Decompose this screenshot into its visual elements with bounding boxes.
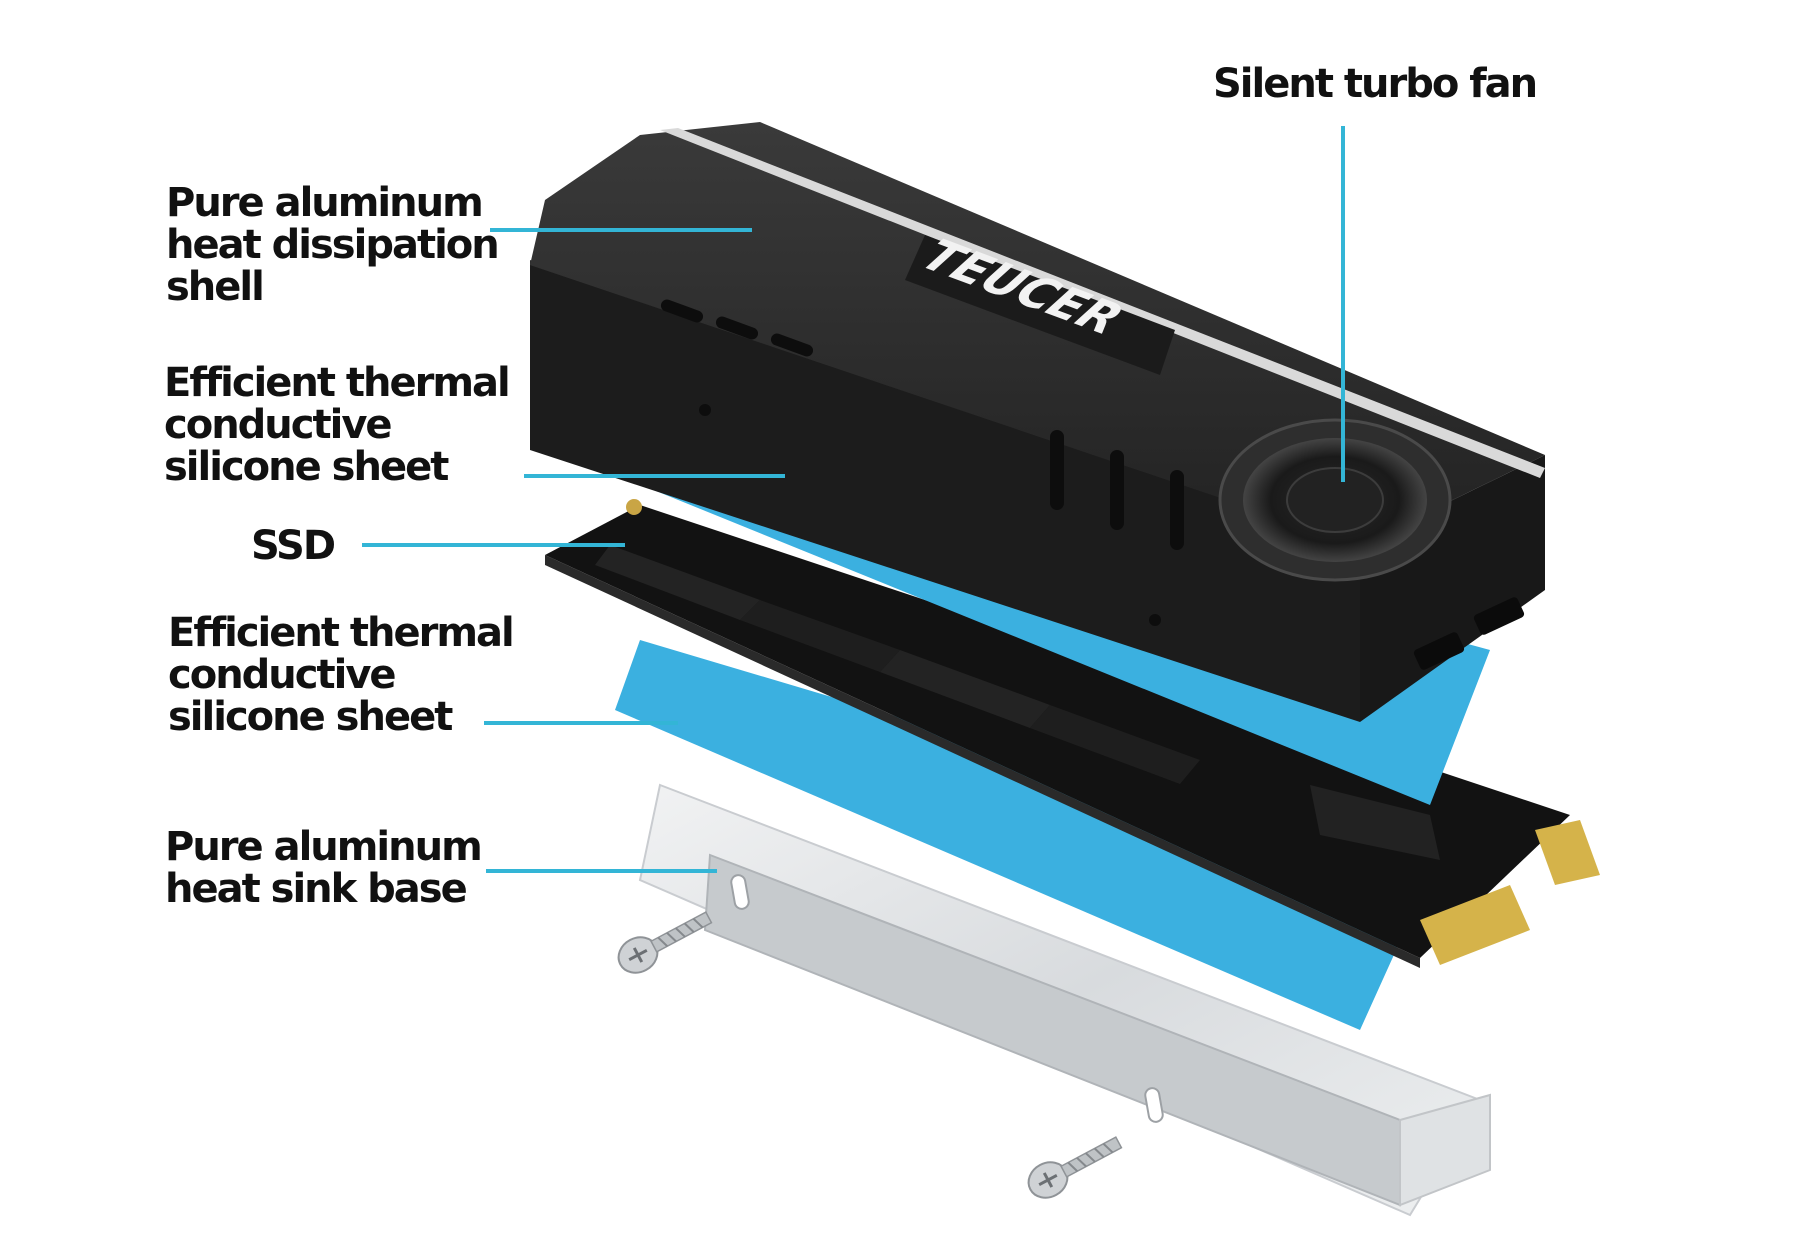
vent-slot — [1050, 430, 1064, 510]
shell-screw-hole — [1149, 614, 1161, 626]
label-fan: Silent turbo fan — [1213, 61, 1538, 107]
vent-slot — [1110, 450, 1124, 530]
vent-slot — [1170, 470, 1184, 550]
shell-front-face — [530, 265, 1360, 722]
screw-icon — [1027, 1136, 1123, 1199]
label-ssd: SSD — [251, 523, 336, 569]
fan-hub — [1286, 467, 1384, 533]
label-sheet-bottom: Efficient thermal conductive silicone sh… — [168, 610, 515, 740]
gold-contact-icon — [1535, 820, 1600, 885]
logo-plate — [905, 235, 1175, 375]
label-base: Pure aluminum heat sink base — [165, 824, 483, 912]
ssd-chip-2 — [740, 600, 900, 672]
base-side — [1399, 1093, 1491, 1207]
vent-slot — [770, 333, 814, 357]
ssd-chip-4 — [1030, 705, 1200, 784]
thermal-pad-bottom — [615, 640, 1430, 1030]
heatsink-shell: TEUCER — [530, 122, 1545, 722]
ssd-screw-hole — [626, 499, 642, 515]
ssd-edge — [545, 555, 1420, 968]
ssd-board — [545, 499, 1600, 968]
label-shell: Pure aluminum heat dissipation shell — [166, 180, 500, 310]
base-slot-left — [730, 874, 750, 910]
ssd-chip-3 — [880, 650, 1050, 728]
end-port — [1413, 632, 1465, 670]
label-sheet-top: Efficient thermal conductive silicone sh… — [164, 360, 511, 490]
vent-slot — [660, 299, 704, 323]
base-slot-right — [1144, 1087, 1164, 1123]
shell-screw-hole — [699, 404, 711, 416]
ssd-chip-1 — [595, 545, 760, 620]
ssd-controller — [1310, 785, 1440, 860]
leader-lines — [362, 126, 1345, 873]
end-port — [1473, 597, 1525, 635]
gold-contact-icon — [1420, 885, 1530, 965]
shell-end-face — [1360, 455, 1545, 722]
aluminum-base — [638, 783, 1491, 1217]
screw-icon — [617, 911, 713, 974]
vent-slot — [715, 316, 759, 340]
